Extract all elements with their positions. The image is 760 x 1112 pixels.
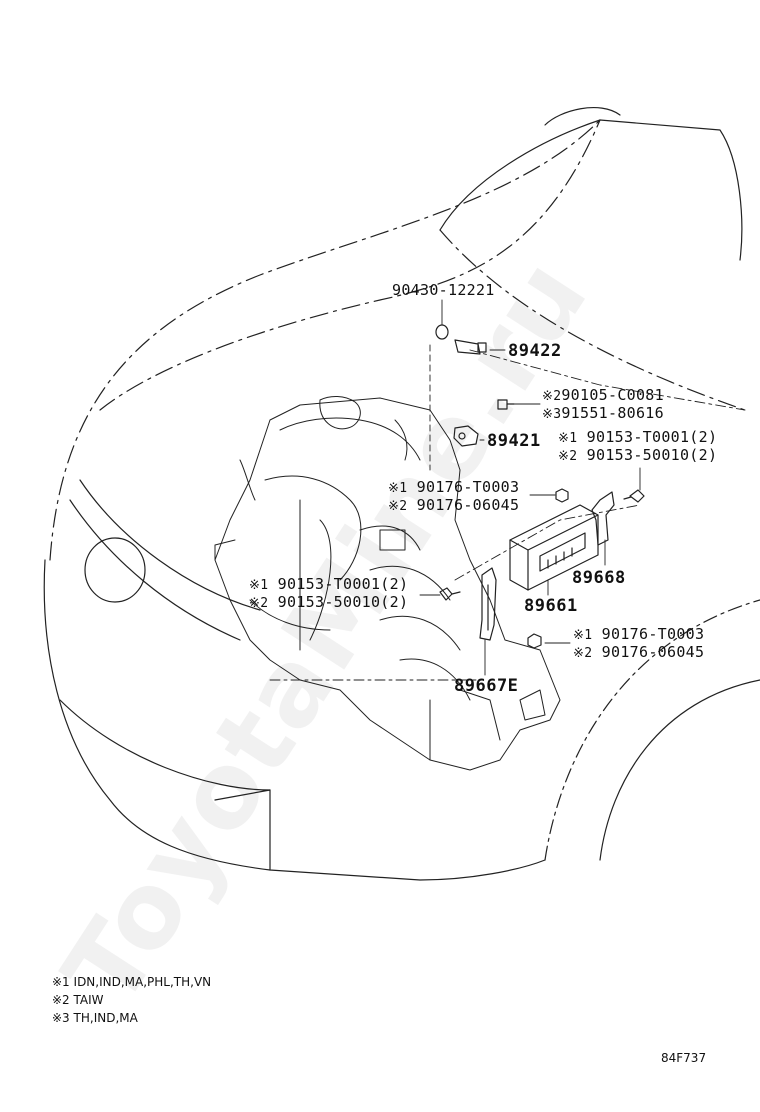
region-mark: ※2 — [558, 449, 578, 464]
headlamp — [84, 537, 146, 603]
region-mark: ※1 — [249, 578, 269, 593]
bolt-90153-upper — [623, 489, 645, 503]
legend-mark: ※1 — [52, 975, 70, 989]
legend-text: TAIW — [73, 993, 104, 1007]
bolt-90105 — [497, 399, 515, 410]
part-code: 90153-T0001(2) — [586, 428, 718, 446]
nut-90176-upper — [555, 488, 569, 503]
legend-mark: ※2 — [52, 993, 70, 1007]
leader-lines — [269, 299, 746, 681]
hood-edge — [99, 119, 601, 411]
callout-90105-line: ※290105-C0081 — [542, 386, 664, 406]
sensor-89422 — [435, 324, 487, 355]
wheel-arch-inner — [599, 679, 760, 861]
region-mark: ※1 — [558, 431, 578, 446]
part-code: 90176-06045 — [416, 496, 520, 514]
part-code: 90153-50010(2) — [277, 593, 409, 611]
engine-block — [214, 396, 561, 771]
part-code: 90176-T0003 — [601, 625, 705, 643]
hood-outline — [49, 119, 601, 561]
callout-90153-lower-line-1: ※1 90153-T0001(2) — [249, 575, 408, 595]
region-mark: ※2 — [542, 389, 562, 404]
a-pillar — [599, 119, 743, 261]
callout-90176-upper-line-2: ※2 90176-06045 — [388, 496, 519, 516]
part-code: 90176-T0003 — [416, 478, 520, 496]
part-label-89667E: 89667E — [454, 676, 519, 696]
bolt-90153-lower — [439, 587, 461, 601]
part-code: 90153-T0001(2) — [277, 575, 409, 593]
bumper-outline — [43, 559, 546, 881]
lower-bumper — [59, 699, 271, 791]
part-label-89661: 89661 — [524, 596, 578, 616]
part-label-89422: 89422 — [508, 341, 562, 361]
callout-90153-upper-line-1: ※1 90153-T0001(2) — [558, 428, 717, 448]
legend-item-2: ※2 TAIW — [52, 993, 104, 1008]
legend-text: IDN,IND,MA,PHL,TH,VN — [73, 975, 212, 989]
sensor-89421 — [453, 425, 479, 447]
legend-item-3: ※3 TH,IND,MA — [52, 1011, 138, 1026]
wheel-arch — [544, 599, 760, 861]
part-label-89421: 89421 — [487, 431, 541, 451]
windshield-top — [439, 119, 601, 231]
drawing-code: 84F737 — [661, 1051, 707, 1065]
callout-90176-upper-line-1: ※1 90176-T0003 — [388, 478, 519, 498]
bracket-89667E — [479, 567, 497, 641]
part-code: 90105-C0081 — [561, 386, 664, 404]
part-code: 90176-06045 — [601, 643, 705, 661]
windshield-line — [439, 229, 746, 411]
ecu-89661 — [509, 504, 599, 591]
legend-item-1: ※1 IDN,IND,MA,PHL,TH,VN — [52, 975, 211, 990]
part-label-90430-12221: 90430-12221 — [392, 281, 495, 299]
region-mark: ※1 — [388, 481, 408, 496]
nut-90176-lower — [527, 633, 542, 649]
callout-90153-lower-line-2: ※2 90153-50010(2) — [249, 593, 408, 613]
grille-line — [79, 479, 261, 611]
region-mark: ※2 — [388, 499, 408, 514]
bracket-89668 — [591, 491, 615, 546]
region-mark: ※3 — [542, 407, 562, 422]
callout-91551-line: ※391551-80616 — [542, 404, 664, 424]
callout-90176-lower-line-1: ※1 90176-T0003 — [573, 625, 704, 645]
region-mark: ※2 — [573, 646, 593, 661]
region-mark: ※1 — [573, 628, 593, 643]
bumper-step — [214, 789, 271, 871]
fender-line — [544, 107, 621, 126]
legend-mark: ※3 — [52, 1011, 70, 1025]
part-label-89668: 89668 — [572, 568, 626, 588]
part-code: 91551-80616 — [561, 404, 664, 422]
part-code: 90153-50010(2) — [586, 446, 718, 464]
grille-line-2 — [69, 499, 241, 641]
callout-90176-lower-line-2: ※2 90176-06045 — [573, 643, 704, 663]
region-mark: ※2 — [249, 596, 269, 611]
callout-90153-upper-line-2: ※2 90153-50010(2) — [558, 446, 717, 466]
legend-text: TH,IND,MA — [73, 1011, 138, 1025]
